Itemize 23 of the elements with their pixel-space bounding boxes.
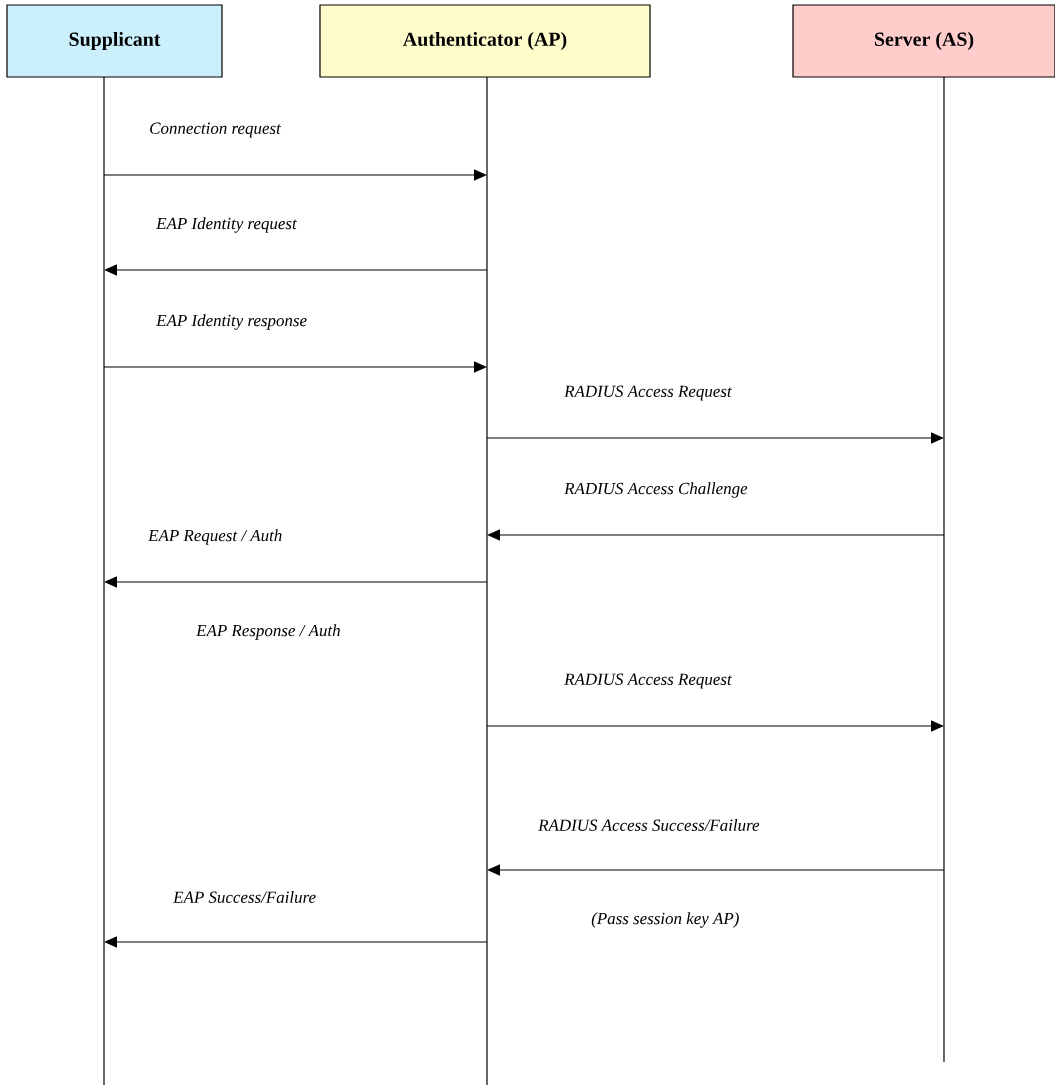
participant-box: Supplicant	[6, 4, 223, 78]
message-label: EAP Request / Auth	[148, 529, 282, 545]
message-arrow	[103, 169, 487, 181]
message-label: Connection request	[150, 122, 282, 138]
message-label: RADIUS Access Request	[564, 385, 732, 401]
message-arrow	[486, 432, 944, 444]
message-arrow	[104, 576, 488, 588]
note-text: EAP Response / Auth	[196, 624, 340, 640]
message-arrow	[104, 264, 488, 276]
message-label: EAP Identity request	[156, 217, 297, 233]
message-arrow	[104, 936, 488, 948]
message-arrow	[103, 361, 487, 373]
participant-box: Server (AS)	[792, 4, 1055, 78]
participant-box: Authenticator (AP)	[319, 4, 651, 78]
message-label: EAP Success/Failure	[173, 891, 316, 903]
message-label: RADIUS Access Request	[564, 673, 732, 689]
message-arrow	[487, 529, 945, 541]
message-label: RADIUS Access Success/Failure	[538, 819, 760, 831]
message-arrow	[487, 864, 945, 876]
note-text: (Pass session key AP)	[591, 912, 739, 928]
message-label: EAP Identity response	[156, 314, 307, 330]
message-label: RADIUS Access Challenge	[564, 482, 748, 498]
message-arrow	[486, 720, 944, 732]
